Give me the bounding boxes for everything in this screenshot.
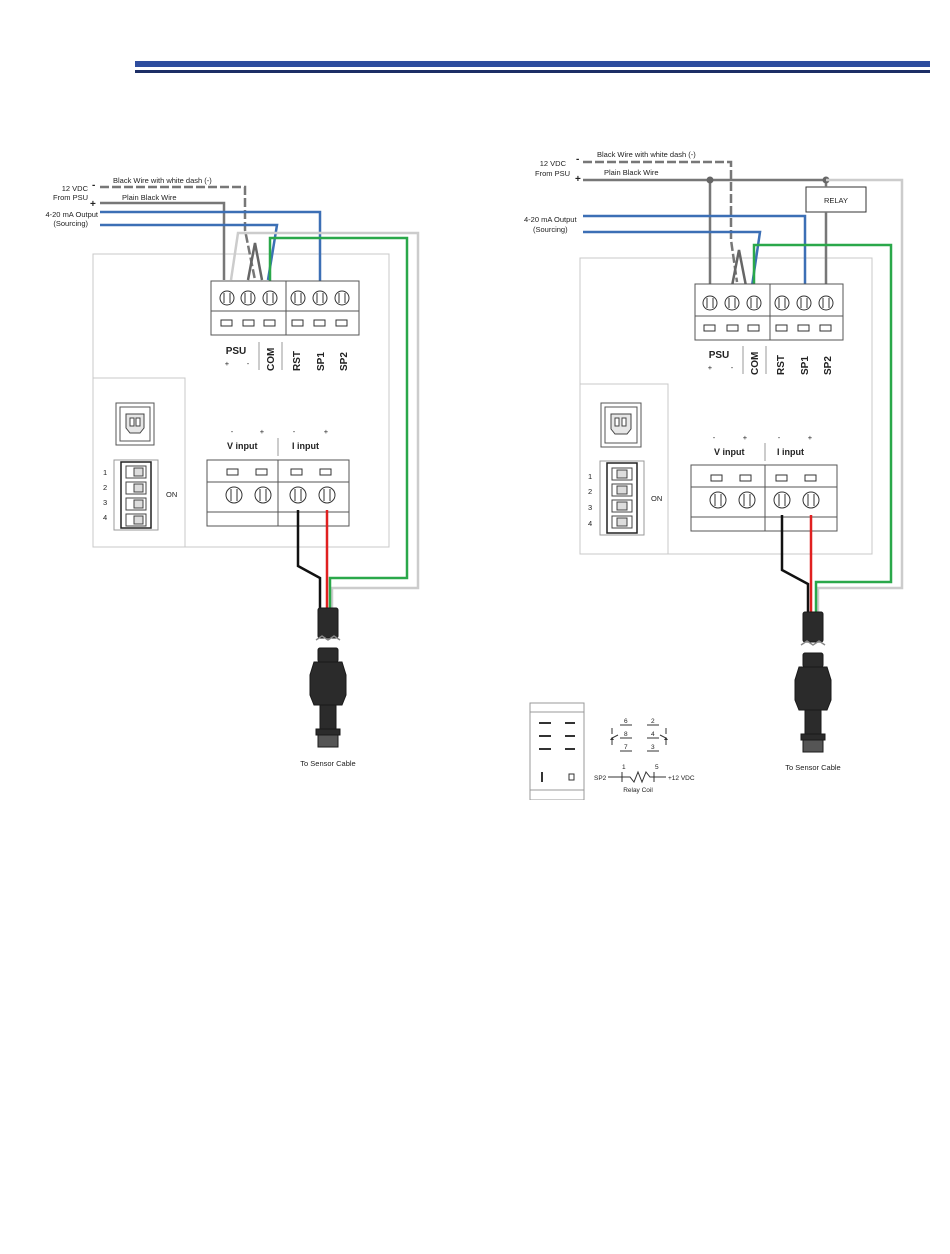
- dip-label-3: 3: [103, 498, 107, 507]
- pin-6-label: 6: [624, 718, 628, 725]
- com-terminal-label: COM: [750, 352, 761, 375]
- sp1-terminal-label: SP1: [800, 356, 811, 375]
- sensor-cable-icon: [794, 611, 832, 753]
- relay-detail: 6 2 8 4 7 3 1 5 SP2 +12 VDC Relay Coil: [529, 702, 695, 800]
- plus-sign: +: [575, 174, 581, 185]
- plain-black-label: Plain Black Wire: [122, 193, 177, 202]
- wiring-diagrams: 12 VDC From PSU - + Black Wire with whit…: [45, 61, 930, 800]
- shield-wire: [229, 231, 420, 610]
- pin-5-label: 5: [655, 764, 659, 771]
- psu-terminal-label: PSU: [226, 346, 247, 357]
- dip-on-label: ON: [651, 494, 662, 503]
- relay-body: [529, 702, 585, 800]
- i-input-label: I input: [292, 441, 319, 451]
- usb-port-icon: [115, 402, 155, 446]
- dip-label-3: 3: [588, 503, 592, 512]
- plus-sign: +: [90, 199, 96, 210]
- header-bar: [135, 61, 930, 73]
- left-wiring-diagram: 12 VDC From PSU - + Black Wire with whit…: [45, 176, 420, 768]
- psu-plus-label: +: [225, 359, 230, 368]
- black-white-dash-label: Black Wire with white dash (-): [113, 176, 212, 185]
- v-minus-label: -: [713, 433, 716, 442]
- relay-coil-symbol: [608, 770, 666, 784]
- sensor-cable-label: To Sensor Cable: [300, 759, 355, 768]
- usb-port-icon: [600, 402, 642, 448]
- rst-terminal-label: RST: [292, 351, 303, 371]
- from-psu-label: From PSU: [535, 169, 570, 178]
- black-dash-wire: [583, 160, 739, 283]
- v-minus-label: -: [231, 427, 234, 436]
- minus-sign: -: [576, 154, 579, 165]
- green-wire: [268, 236, 409, 610]
- i-minus-label: -: [293, 427, 296, 436]
- output-sub-label: (Sourcing): [533, 225, 568, 234]
- rst-terminal-label: RST: [776, 355, 787, 375]
- relay-coil-label: Relay Coil: [623, 787, 653, 794]
- plain-black-wire: [100, 201, 226, 280]
- supply-voltage-label: 12 VDC: [540, 159, 567, 168]
- v-input-label: V input: [227, 441, 258, 451]
- dip-label-1: 1: [103, 468, 107, 477]
- v-input-label: V input: [714, 447, 745, 457]
- sensor-cable-icon: [309, 607, 347, 748]
- green-wire: [752, 243, 893, 612]
- dip-label-2: 2: [588, 487, 592, 496]
- sp1-terminal-label: SP1: [316, 352, 327, 371]
- black-sensor-wire: [780, 515, 810, 612]
- i-plus-label: +: [324, 427, 329, 436]
- psu-minus-label: -: [731, 363, 734, 372]
- black-dash-wire: [100, 185, 257, 281]
- from-psu-label: From PSU: [53, 193, 88, 202]
- dip-label-2: 2: [103, 483, 107, 492]
- com-loop-wire: [730, 249, 748, 287]
- dip-label-1: 1: [588, 472, 592, 481]
- sp2-terminal-label: SP2: [823, 356, 834, 375]
- right-wiring-diagram: 12 VDC From PSU - + Black Wire with whit…: [524, 150, 904, 772]
- sp2-terminal-label: SP2: [339, 352, 350, 371]
- output-terminal-block: [694, 283, 844, 341]
- dip-switch: [113, 459, 159, 531]
- psu-minus-label: -: [247, 359, 250, 368]
- output-blue-wire: [100, 210, 322, 282]
- com-loop-wire: [246, 242, 264, 281]
- v-plus-label: +: [743, 433, 748, 442]
- pin-8-label: 8: [624, 731, 628, 738]
- relay-box: [805, 186, 867, 213]
- i-minus-label: -: [778, 433, 781, 442]
- pin-2-label: 2: [651, 718, 655, 725]
- pin-7-label: 7: [624, 744, 628, 751]
- dip-switch: [599, 460, 645, 536]
- output-label: 4-20 mA Output: [524, 215, 577, 224]
- psu-terminal-label: PSU: [709, 350, 730, 361]
- pin-1-label: 1: [622, 764, 626, 771]
- black-sensor-wire: [296, 510, 322, 610]
- pin-3-label: 3: [651, 744, 655, 751]
- psu-plus-label: +: [708, 363, 713, 372]
- output-sub-label: (Sourcing): [53, 219, 88, 228]
- sensor-cable-label: To Sensor Cable: [785, 763, 840, 772]
- supply-relay-label: +12 VDC: [668, 775, 695, 782]
- output-label: 4-20 mA Output: [45, 210, 98, 219]
- output-blue-wire: [583, 214, 807, 286]
- plain-black-wire: [583, 178, 828, 187]
- dip-on-label: ON: [166, 490, 177, 499]
- plain-black-label: Plain Black Wire: [604, 168, 659, 177]
- sp2-relay-label: SP2: [594, 775, 607, 782]
- i-plus-label: +: [808, 433, 813, 442]
- output-terminal-block: [210, 280, 360, 336]
- v-plus-label: +: [260, 427, 265, 436]
- black-white-dash-label: Black Wire with white dash (-): [597, 150, 696, 159]
- shield-wire: [816, 178, 904, 612]
- dip-label-4: 4: [103, 513, 107, 522]
- junction-dot: [706, 176, 714, 184]
- minus-sign: -: [92, 180, 95, 191]
- supply-voltage-label: 12 VDC: [62, 184, 89, 193]
- com-terminal-label: COM: [266, 348, 277, 371]
- dip-label-4: 4: [588, 519, 592, 528]
- i-input-label: I input: [777, 447, 804, 457]
- relay-label: RELAY: [824, 196, 848, 205]
- pin-4-label: 4: [651, 731, 655, 738]
